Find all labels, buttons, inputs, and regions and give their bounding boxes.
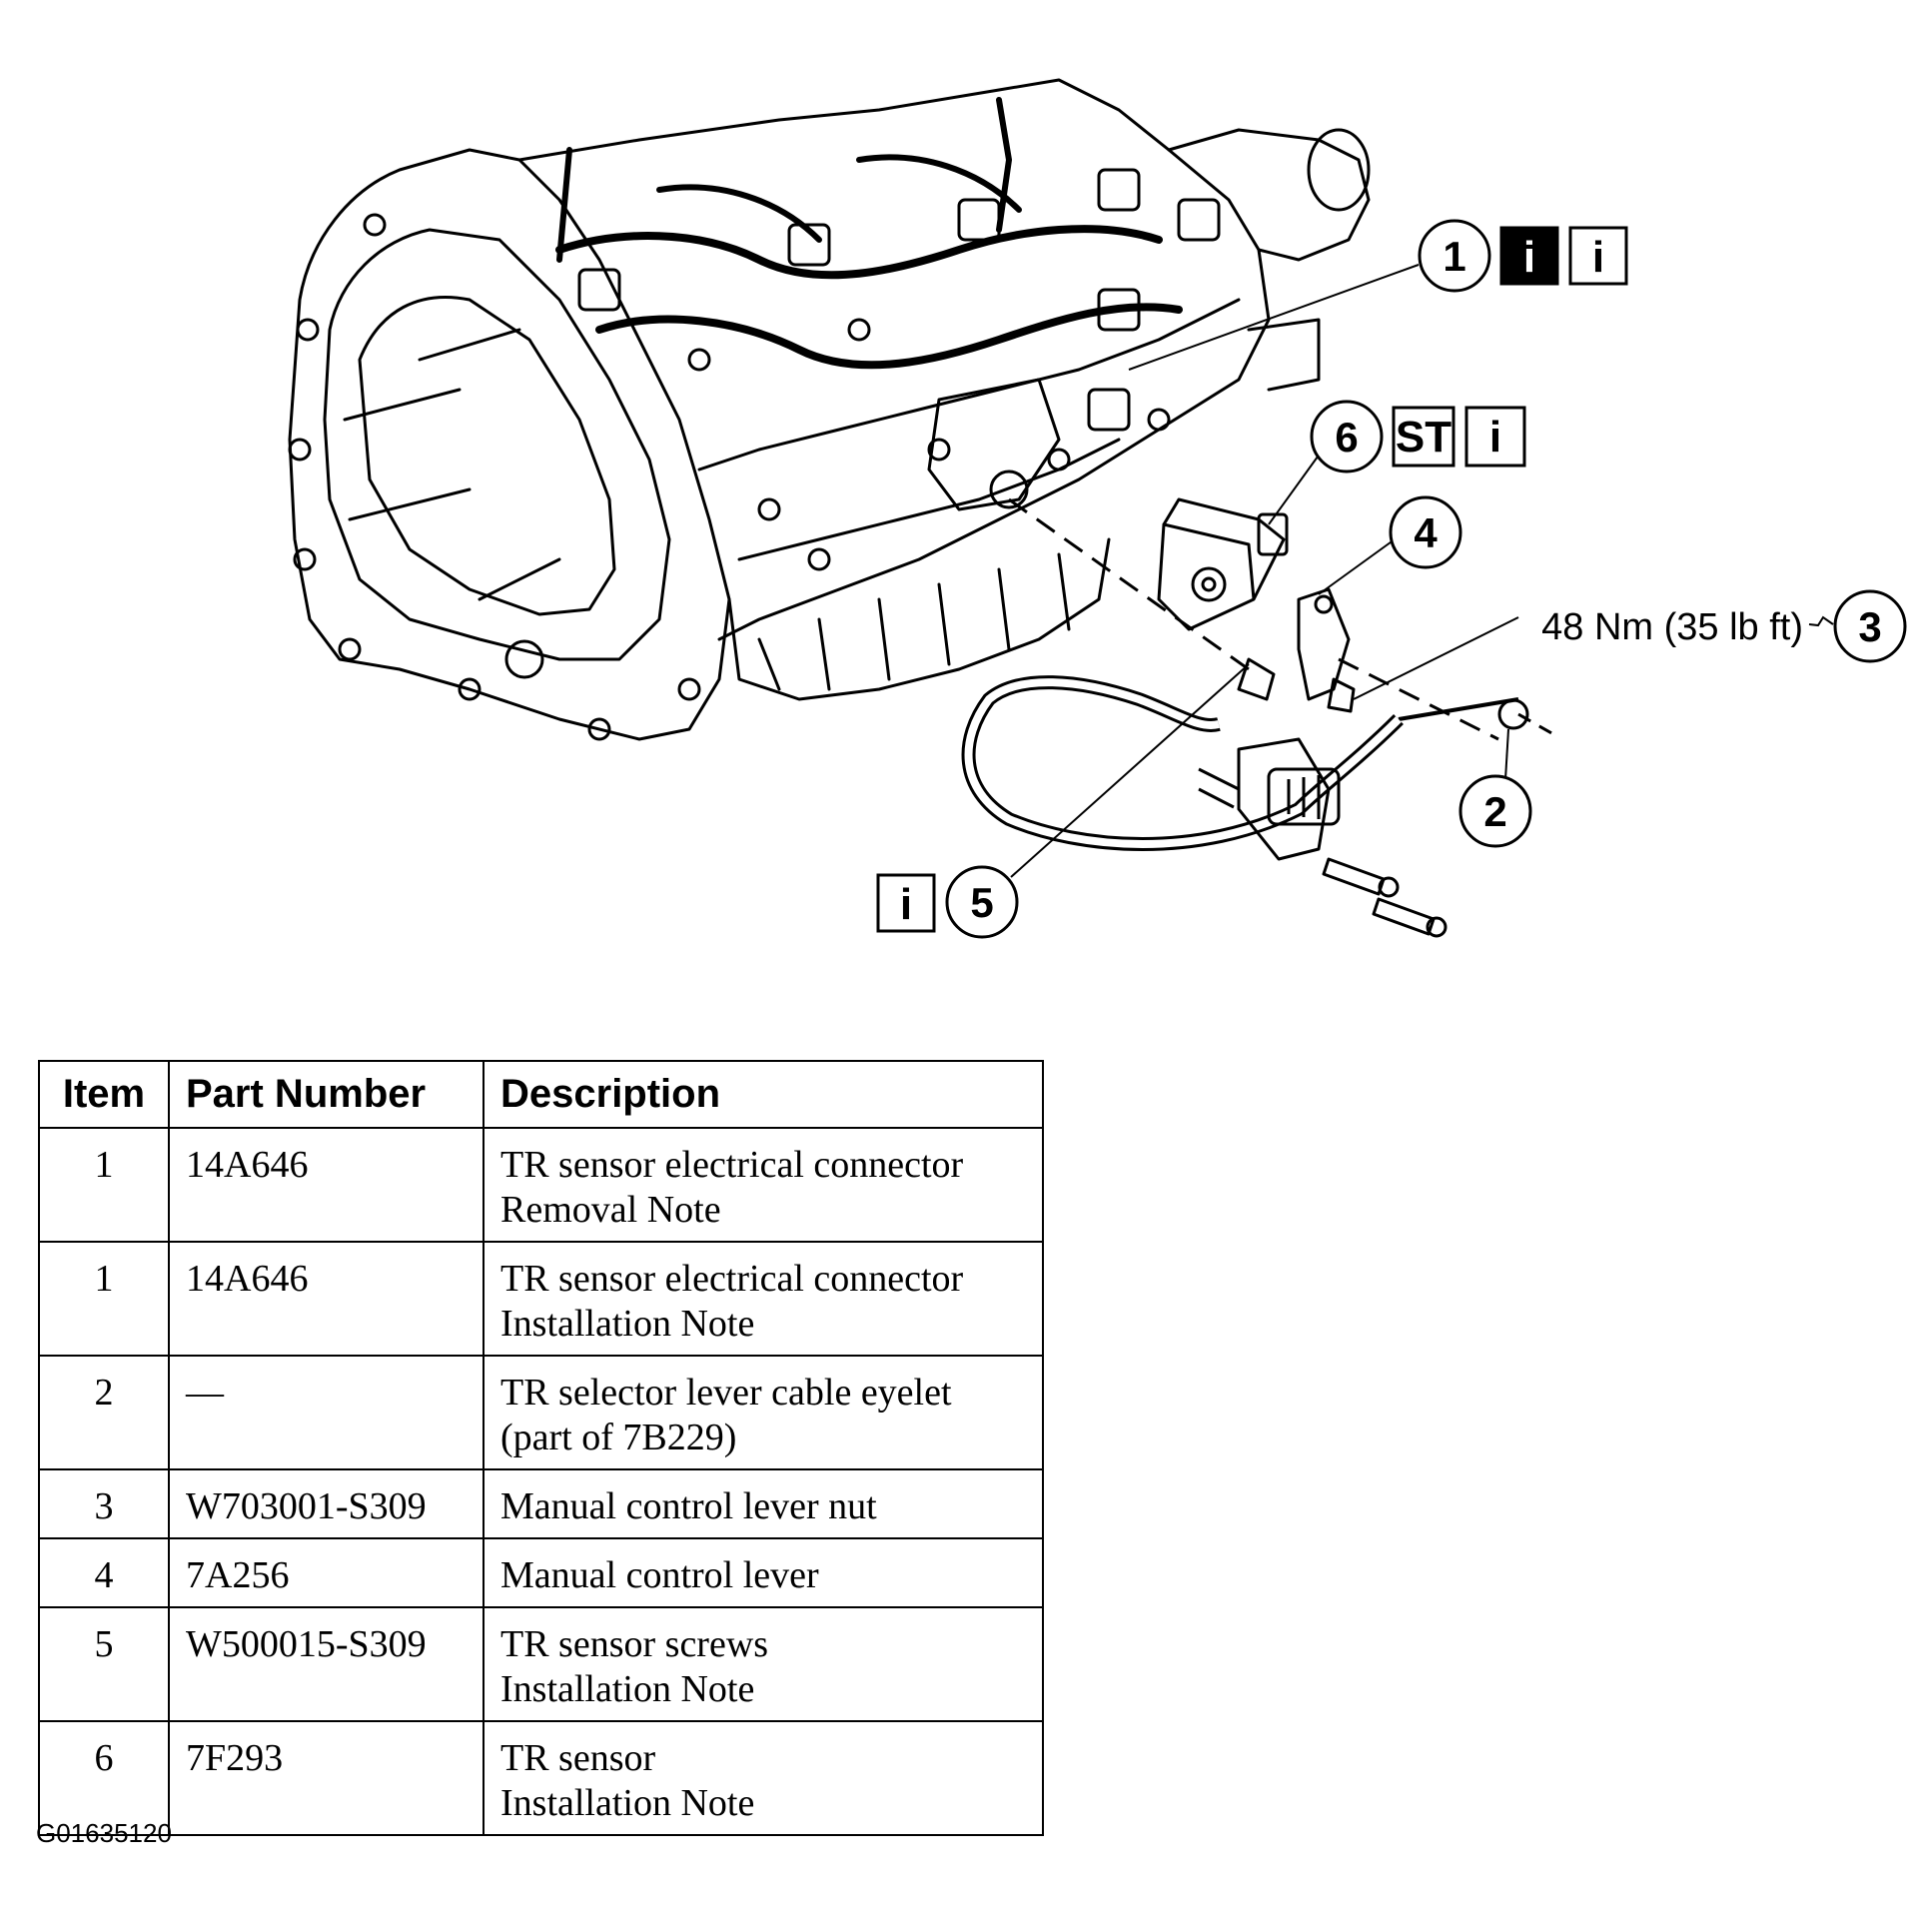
part-number-cell: W500015-S309: [168, 1606, 484, 1722]
description-line: TR selector lever cable eyelet: [500, 1372, 952, 1414]
part-number-cell: 7F293: [168, 1720, 484, 1836]
description-cell: TR selector lever cable eyelet (part of …: [483, 1355, 1044, 1470]
svg-text:i: i: [1489, 413, 1501, 462]
info-icon-outline: i: [1568, 226, 1628, 286]
description-cell: TR sensor Installation Note: [483, 1720, 1044, 1836]
callout-2: 2: [1458, 774, 1532, 848]
svg-text:ST: ST: [1396, 413, 1451, 462]
description-line: TR sensor screws: [500, 1623, 769, 1665]
part-number-cell: W703001-S309: [168, 1468, 484, 1539]
info-icon-outline-6: i: [1464, 406, 1526, 468]
svg-text:1: 1: [1443, 233, 1465, 280]
description-line: Removal Note: [500, 1189, 721, 1231]
description-line: Installation Note: [500, 1668, 755, 1710]
description-line: TR sensor electrical connector: [500, 1144, 964, 1186]
description-line: (part of 7B229): [500, 1417, 737, 1458]
svg-text:2: 2: [1483, 788, 1506, 835]
description-line: TR sensor electrical connector: [500, 1258, 964, 1300]
callout-4: 4: [1389, 495, 1462, 569]
info-icon-outline-5: i: [876, 873, 936, 933]
svg-text:i: i: [1523, 233, 1535, 282]
part-number-cell: —: [168, 1355, 484, 1470]
item-cell: 5: [38, 1606, 170, 1722]
description-line: TR sensor: [500, 1737, 656, 1779]
leader-lines: [1010, 264, 1834, 878]
item-cell: 1: [38, 1241, 170, 1357]
item-cell: 2: [38, 1355, 170, 1470]
table-row: 1 14A646 TR sensor electrical connector …: [38, 1127, 1044, 1243]
table-row: 5 W500015-S309 TR sensor screws Installa…: [38, 1606, 1044, 1722]
item-cell: 4: [38, 1537, 170, 1608]
transmission-illustration: [288, 78, 1371, 741]
description-cell: TR sensor screws Installation Note: [483, 1606, 1044, 1722]
description-cell: Manual control lever nut: [483, 1468, 1044, 1539]
svg-text:3: 3: [1858, 603, 1881, 650]
info-icon-solid: i: [1499, 226, 1559, 286]
svg-text:5: 5: [970, 879, 993, 926]
special-tool-icon: ST: [1392, 406, 1455, 468]
table-row: 3 W703001-S309 Manual control lever nut: [38, 1468, 1044, 1539]
callout-3: 3: [1833, 589, 1907, 663]
description-cell: TR sensor electrical connector Installat…: [483, 1241, 1044, 1357]
transmission-exploded-diagram: 1 i i 6 ST i 4 48 Nm (35 lb ft) 3 2 i: [288, 78, 1907, 939]
callout-1: 1: [1418, 219, 1491, 293]
item-cell: 6: [38, 1720, 170, 1836]
callout-6: 6: [1310, 400, 1384, 474]
svg-text:i: i: [1592, 233, 1604, 282]
item-cell: 3: [38, 1468, 170, 1539]
description-line: Manual control lever nut: [500, 1485, 877, 1527]
description-cell: Manual control lever: [483, 1537, 1044, 1608]
svg-text:6: 6: [1335, 414, 1358, 461]
svg-text:48 Nm (35 lb ft): 48 Nm (35 lb ft): [1541, 606, 1803, 648]
svg-text:i: i: [900, 880, 912, 929]
torque-spec: 48 Nm (35 lb ft): [1541, 606, 1803, 648]
parts-table: Item Part Number Description 1 14A646 TR…: [38, 1060, 1044, 1836]
tr-sensor-assembly: [961, 497, 1554, 938]
part-number-cell: 7A256: [168, 1537, 484, 1608]
table-row: 4 7A256 Manual control lever: [38, 1537, 1044, 1608]
description-line: Manual control lever: [500, 1554, 819, 1596]
item-cell: 1: [38, 1127, 170, 1243]
svg-text:4: 4: [1414, 509, 1438, 556]
part-number-cell: 14A646: [168, 1241, 484, 1357]
description-cell: TR sensor electrical connector Removal N…: [483, 1127, 1044, 1243]
description-line: Installation Note: [500, 1303, 755, 1345]
figure-id: G01635120: [36, 1818, 172, 1848]
header-item: Item: [38, 1060, 170, 1129]
header-description: Description: [483, 1060, 1044, 1129]
table-row: 2 — TR selector lever cable eyelet (part…: [38, 1355, 1044, 1470]
part-number-cell: 14A646: [168, 1127, 484, 1243]
table-row: 6 7F293 TR sensor Installation Note: [38, 1720, 1044, 1836]
header-part-number: Part Number: [168, 1060, 484, 1129]
table-row: 1 14A646 TR sensor electrical connector …: [38, 1241, 1044, 1357]
description-line: Installation Note: [500, 1782, 755, 1824]
table-header-row: Item Part Number Description: [38, 1060, 1044, 1129]
callout-5: 5: [945, 865, 1019, 939]
